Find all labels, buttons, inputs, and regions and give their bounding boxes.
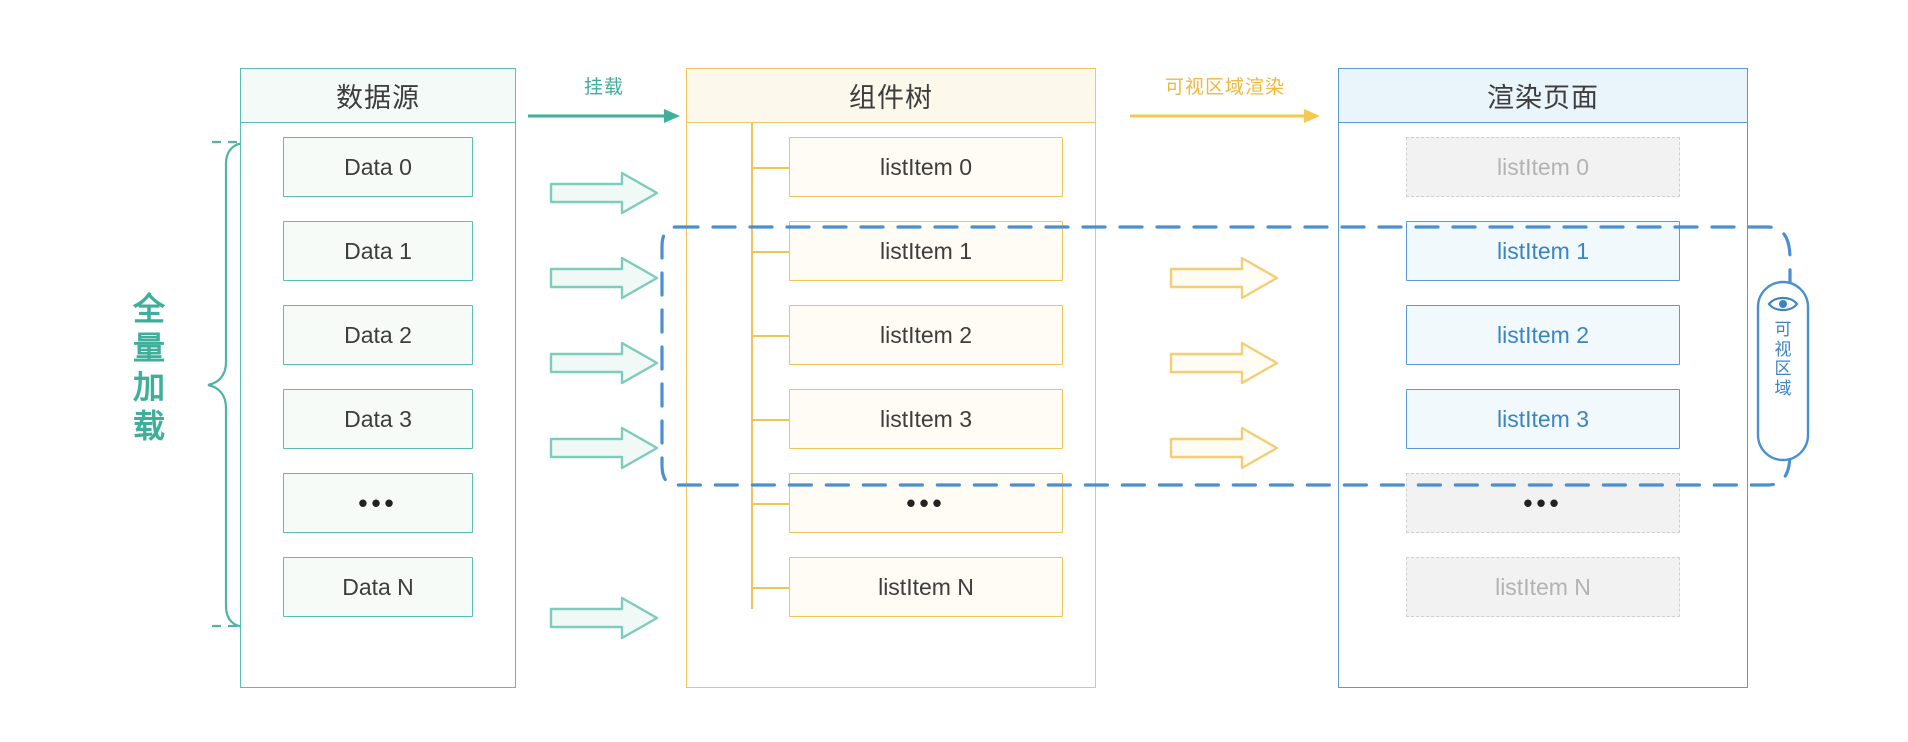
component-tree-panel: 组件树 listItem 0 listItem 1 listItem 2 <box>686 68 1096 688</box>
render-flow-label: 可视区域渲染 <box>1164 77 1285 98</box>
full-load-char-3: 载 <box>132 408 167 445</box>
list-item-active[interactable]: listItem 3 <box>1406 389 1680 449</box>
full-load-brace <box>207 141 248 629</box>
eye-icon <box>1767 296 1799 312</box>
list-item-inactive[interactable]: listItem 0 <box>1406 137 1680 197</box>
item-label: listItem 1 <box>879 237 973 264</box>
mount-block-arrow <box>549 426 659 470</box>
tree-branch-line <box>752 503 790 505</box>
item-label: listItem 2 <box>879 321 973 348</box>
render-page-panel: 渲染页面 listItem 0 listItem 1 listItem 2 li… <box>1338 68 1748 688</box>
list-item-active[interactable]: listItem 1 <box>1406 221 1680 281</box>
list-item-ellipsis[interactable]: ••• <box>1406 473 1680 533</box>
render-flow-arrow-main <box>1130 109 1320 123</box>
render-block-arrow <box>1169 256 1279 300</box>
item-label: Data 3 <box>344 405 412 432</box>
data-source-body: Data 0 Data 1 Data 2 Data 3 ••• Data N <box>241 123 515 687</box>
list-item[interactable]: listItem 2 <box>752 305 1063 365</box>
list-item[interactable]: listItem 3 <box>752 389 1063 449</box>
item-label: Data N <box>342 573 414 600</box>
mount-flow-label: 挂载 <box>583 77 624 98</box>
list-item-ellipsis[interactable]: ••• <box>283 473 473 533</box>
mount-block-arrow <box>549 596 659 640</box>
render-block-arrow <box>1169 341 1279 385</box>
item-label: listItem 2 <box>1496 321 1590 348</box>
viewport-dashed-box <box>660 225 1792 487</box>
item-label: listItem N <box>1495 573 1591 600</box>
mount-block-arrow <box>549 256 659 300</box>
list-item-ellipsis[interactable]: ••• <box>752 473 1063 533</box>
list-item-active[interactable]: listItem 2 <box>1406 305 1680 365</box>
full-load-char-1: 量 <box>132 330 167 367</box>
list-item[interactable]: listItem 1 <box>752 221 1063 281</box>
tree-spine-line <box>751 123 753 609</box>
viewport-char-2: 区 <box>1774 359 1792 379</box>
list-item[interactable]: Data 1 <box>283 221 473 281</box>
render-page-body: listItem 0 listItem 1 listItem 2 listIte… <box>1339 123 1747 687</box>
mount-block-arrow <box>549 171 659 215</box>
full-load-label: 全 量 加 载 <box>128 290 172 446</box>
list-item[interactable]: Data 3 <box>283 389 473 449</box>
item-label: listItem 0 <box>1496 153 1590 180</box>
viewport-char-3: 域 <box>1774 378 1792 398</box>
item-label: Data 1 <box>344 237 412 264</box>
tree-branch-line <box>752 587 790 589</box>
mount-block-arrow <box>549 341 659 385</box>
list-item[interactable]: Data 2 <box>283 305 473 365</box>
tree-branch-line <box>752 335 790 337</box>
component-tree-body: listItem 0 listItem 1 listItem 2 listIte… <box>687 123 1095 687</box>
tree-rows: listItem 0 listItem 1 listItem 2 listIte… <box>687 123 1095 617</box>
mount-flow-arrow-main <box>528 109 680 123</box>
tree-branch-line <box>752 251 790 253</box>
viewport-char-0: 可 <box>1774 320 1792 339</box>
component-tree-header: 组件树 <box>687 69 1095 123</box>
item-label: Data 0 <box>344 153 412 180</box>
item-label: listItem 0 <box>879 153 973 180</box>
list-item-inactive[interactable]: listItem N <box>1406 557 1680 617</box>
item-label: ••• <box>1523 487 1563 518</box>
item-label: listItem 3 <box>879 405 973 432</box>
data-source-panel: 数据源 Data 0 Data 1 Data 2 Data 3 ••• Data… <box>240 68 516 688</box>
viewport-char-1: 视 <box>1774 339 1792 359</box>
item-label: Data 2 <box>344 321 412 348</box>
list-item[interactable]: listItem N <box>752 557 1063 617</box>
data-source-header: 数据源 <box>241 69 515 123</box>
full-load-char-2: 加 <box>132 369 167 406</box>
list-item[interactable]: Data 0 <box>283 137 473 197</box>
render-page-header: 渲染页面 <box>1339 69 1747 123</box>
item-label: ••• <box>358 487 398 518</box>
list-item[interactable]: Data N <box>283 557 473 617</box>
item-label: listItem 3 <box>1496 405 1590 432</box>
full-load-char-0: 全 <box>132 291 167 327</box>
viewport-badge-label: 可 视 区 域 <box>1758 320 1808 398</box>
item-label: ••• <box>906 487 946 518</box>
render-block-arrow <box>1169 426 1279 470</box>
item-label: listItem 1 <box>1496 237 1590 264</box>
tree-branch-line <box>752 419 790 421</box>
tree-branch-line <box>752 167 790 169</box>
item-label: listItem N <box>878 573 974 600</box>
list-item[interactable]: listItem 0 <box>752 137 1063 197</box>
viewport-badge-outline <box>1756 280 1810 462</box>
